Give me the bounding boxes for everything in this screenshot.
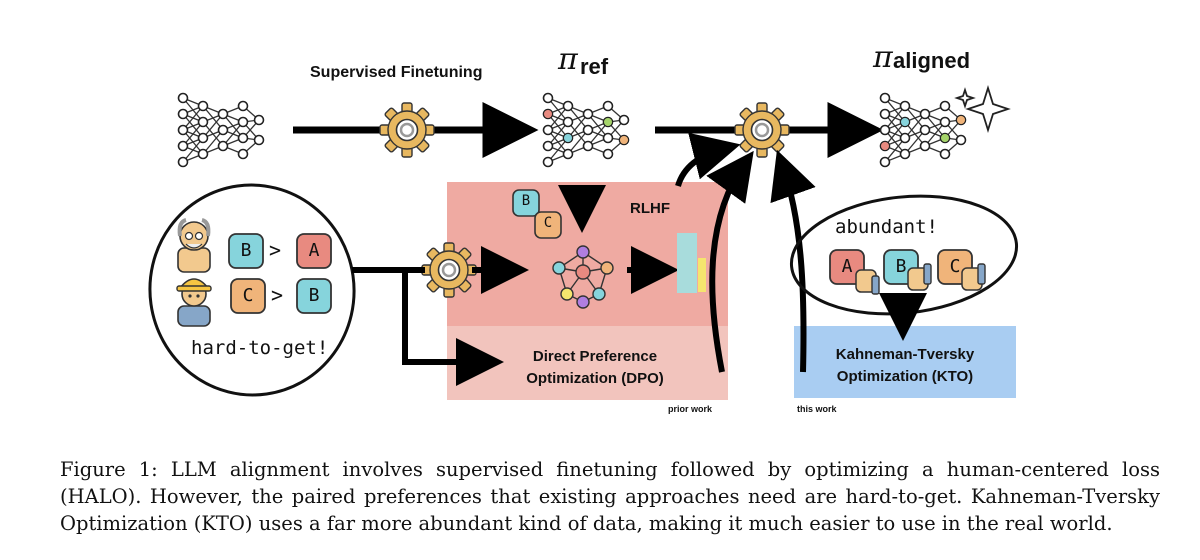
paired-preferences-bubble (148, 183, 356, 397)
box-c-bottom-letter: C (242, 285, 254, 306)
box-b-bottom-letter: B (308, 285, 320, 306)
preference-gear-icon (420, 241, 478, 299)
kto-to-gear-arrow (770, 149, 816, 373)
aligned-model-network-icon (879, 92, 967, 168)
greater-than-top: > (269, 238, 282, 262)
greater-than-bottom: > (271, 283, 284, 307)
thumbs-down-icon (855, 269, 880, 295)
unpaired-a-letter: A (841, 256, 853, 277)
pi-ref-symbol: π (558, 42, 578, 77)
abundant-label: abundant! (835, 216, 938, 238)
rlhf-preference-box-b (512, 189, 540, 217)
worker-annotator-icon (176, 278, 212, 327)
this-work-label: this work (797, 404, 837, 414)
pi-aligned-symbol: π (873, 40, 893, 75)
thumbs-up-icon-2 (961, 263, 986, 291)
preference-box-c-bottom (230, 278, 266, 314)
preference-box-b-bottom (296, 278, 332, 314)
hard-to-get-label: hard-to-get! (191, 337, 329, 359)
reward-bar-high (677, 233, 697, 293)
kto-label-line1: Kahneman-Tversky (835, 346, 975, 363)
prior-work-label: prior work (668, 404, 713, 414)
pi-aligned-subscript: aligned (893, 48, 971, 73)
rlhf-label: RLHF (630, 200, 670, 217)
preference-box-a-top (296, 233, 332, 269)
dpo-label-line2: Optimization (DPO) (526, 370, 664, 387)
reward-bar-low (698, 258, 706, 292)
alignment-gear-icon (733, 101, 791, 159)
model-node-highlights (544, 110, 965, 150)
reward-model-icon (552, 245, 614, 309)
preference-box-b-top (228, 233, 264, 269)
sft-gear-icon (378, 101, 436, 159)
dpo-label: Direct Preference Optimization (DPO) (495, 346, 695, 390)
rlhf-box-b-letter: B (521, 193, 531, 209)
thumbs-up-icon (907, 263, 932, 291)
reference-model-network-icon (542, 92, 630, 168)
to-dpo-arrow (402, 270, 504, 386)
kto-label-line2: Optimization (KTO) (836, 368, 974, 385)
pi-ref-subscript: ref (580, 54, 609, 79)
rlhf-box-c-letter: C (543, 215, 553, 231)
rlhf-to-gear-arrow (675, 132, 741, 187)
unpaired-c-letter: C (949, 256, 961, 277)
kto-label: Kahneman-Tversky Optimization (KTO) (794, 344, 1016, 388)
sparkle-icon (954, 84, 1011, 134)
base-model-network-icon (177, 92, 265, 168)
unpaired-b-letter: B (895, 256, 907, 277)
sft-label: Supervised Finetuning (310, 64, 483, 81)
figure-caption: Figure 1: LLM alignment involves supervi… (60, 458, 1160, 535)
old-man-annotator-icon (177, 218, 211, 273)
dpo-to-gear-arrow (706, 150, 754, 373)
dpo-label-line1: Direct Preference (532, 348, 658, 365)
box-b-top-letter: B (240, 240, 252, 261)
box-a-top-letter: A (308, 240, 320, 261)
